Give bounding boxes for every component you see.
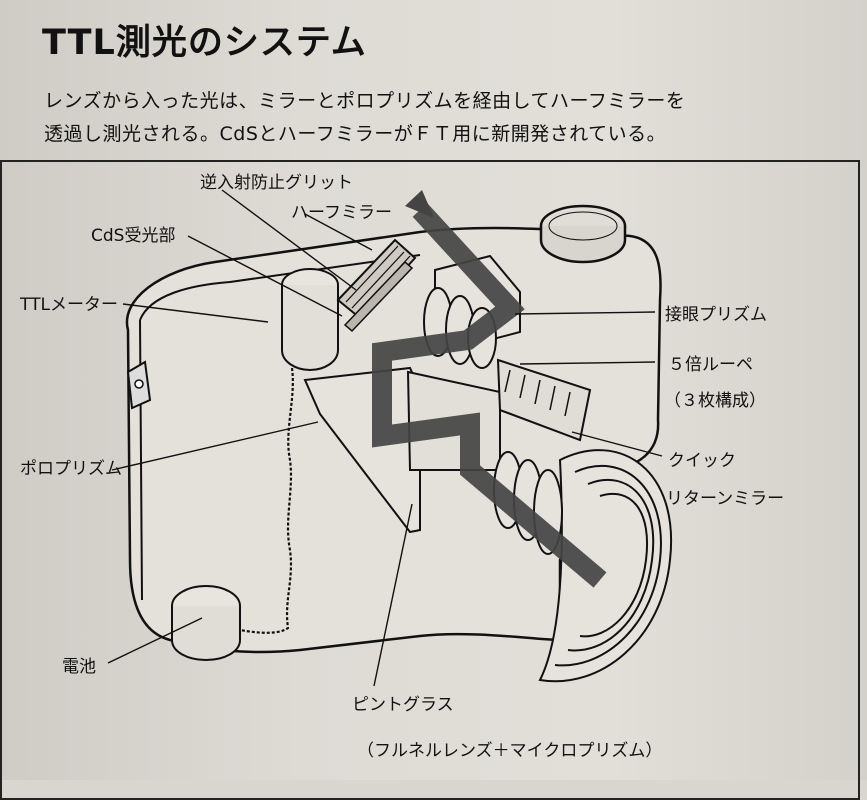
light-path-arrow: [405, 190, 434, 218]
camera-top-rim: [139, 254, 421, 321]
label-battery: 電池: [62, 657, 96, 677]
label-loupe-note: （３枚構成）: [664, 391, 766, 411]
description-line-2: 透過し測光される。CdSとハーフミラーがＦＴ用に新開発されている。: [44, 123, 667, 145]
label-focusing-screen-note: （フルネルレンズ＋マイクロプリズム）: [357, 741, 663, 761]
label-quick-return-line2: リターンミラー: [666, 489, 785, 509]
strap-lug-hole: [134, 379, 144, 389]
label-ttl-meter: TTLメーター: [20, 295, 118, 315]
shutter-dial-side: [539, 226, 627, 264]
label-eyepiece-prism: 接眼プリズム: [665, 305, 767, 325]
lens-barrel: [538, 449, 673, 683]
label-half-mirror: ハーフミラー: [291, 203, 392, 223]
battery-body: [171, 606, 241, 662]
label-loupe: ５倍ルーペ: [668, 355, 753, 375]
half-mirror: [336, 238, 417, 320]
page-title: TTL測光のシステム: [42, 23, 367, 63]
camera-cutaway-diagram: [107, 189, 673, 687]
label-porro-prism: ポロプリズム: [20, 459, 122, 479]
leader-lines: [107, 189, 663, 687]
label-focusing-screen: ピントグラス: [352, 695, 454, 715]
loupe-rail-ticks: [504, 369, 571, 417]
label-quick-return-line1: クイック: [668, 451, 736, 471]
label-cds-receiver: CdS受光部: [91, 226, 176, 246]
label-anti-reflection-grit: 逆入射防止グリット: [200, 173, 353, 193]
ttl-meter-body: [281, 285, 339, 372]
light-path: [372, 203, 607, 588]
description-line-1: レンズから入った光は、ミラーとポロプリズムを経由してハーフミラーを: [44, 90, 686, 112]
loupe-rail: [496, 358, 592, 442]
dial-knurl: [548, 211, 618, 241]
anti-reflection-grit: [343, 260, 414, 333]
